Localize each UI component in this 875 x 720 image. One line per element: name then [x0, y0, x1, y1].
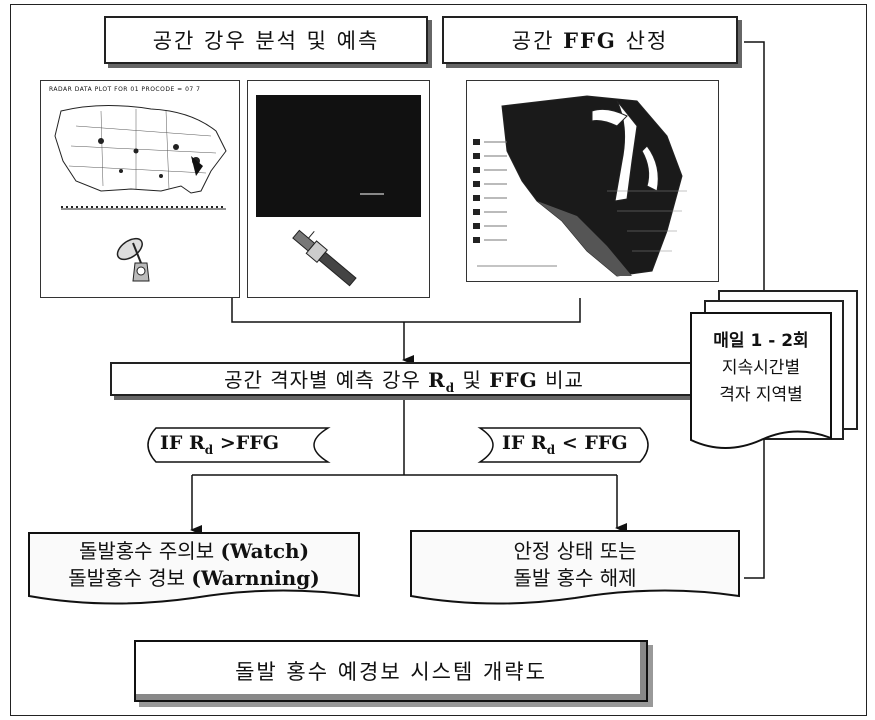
- ffg-map-image: [466, 80, 719, 282]
- note-page-front-shape: [690, 312, 832, 449]
- radar-map-drawing: [54, 104, 227, 282]
- condition-right-text: IF Rd < FFG: [502, 432, 628, 457]
- note-text: 매일 1 - 2회 지속시간별 격자 지역별: [713, 331, 809, 405]
- output-stable-box: 안정 상태 또는 돌발 홍수 해제: [410, 530, 740, 606]
- spatial-ffg-label: 공간 FFG 산정: [511, 28, 669, 53]
- output-stable-shape: [410, 530, 740, 605]
- output-warning-shape: [28, 532, 360, 605]
- spatial-ffg-box: 공간 FFG 산정: [442, 16, 738, 64]
- outer-frame: [10, 4, 867, 716]
- bottom-title-box: 돌발 홍수 예경보 시스템 개략도: [134, 640, 648, 702]
- condition-left-text: IF Rd >FFG: [160, 432, 279, 457]
- radar-header-text: RADAR DATA PLOT FOR 01 PROCODE = 07 7: [49, 86, 201, 93]
- compare-box: 공간 격자별 예측 강우 Rd 및 FFG 비교: [110, 362, 698, 396]
- output-warning-text: 돌발홍수 주의보 (Watch) 돌발홍수 경보 (Warnning): [68, 539, 320, 590]
- condition-left-shape: [147, 427, 331, 463]
- ffg-map-drawing: [473, 95, 687, 277]
- satellite-icon: [292, 229, 357, 287]
- images-bracket-line: [231, 298, 581, 323]
- radar-dish-icon: [116, 237, 150, 282]
- radar-map-image: RADAR DATA PLOT FOR 01 PROCODE = 07 7: [40, 80, 240, 298]
- satellite-image: [247, 80, 430, 298]
- condition-right-shape: [477, 427, 649, 463]
- output-stable-text: 안정 상태 또는 돌발 홍수 해제: [513, 539, 637, 590]
- spatial-rainfall-label: 공간 강우 분석 및 예측: [152, 29, 380, 53]
- note-page-front: 매일 1 - 2회 지속시간별 격자 지역별: [690, 312, 832, 456]
- spatial-rainfall-box: 공간 강우 분석 및 예측: [104, 16, 428, 64]
- ffg-legend: [473, 139, 507, 243]
- bottom-title-label: 돌발 홍수 예경보 시스템 개략도: [235, 660, 547, 684]
- satellite-drawing: [292, 229, 357, 287]
- output-warning-box: 돌발홍수 주의보 (Watch) 돌발홍수 경보 (Warnning): [28, 532, 360, 606]
- compare-label: 공간 격자별 예측 강우 Rd 및 FFG 비교: [224, 367, 584, 395]
- satellite-caption-mark: [360, 193, 384, 195]
- satellite-dark-panel: [256, 95, 421, 217]
